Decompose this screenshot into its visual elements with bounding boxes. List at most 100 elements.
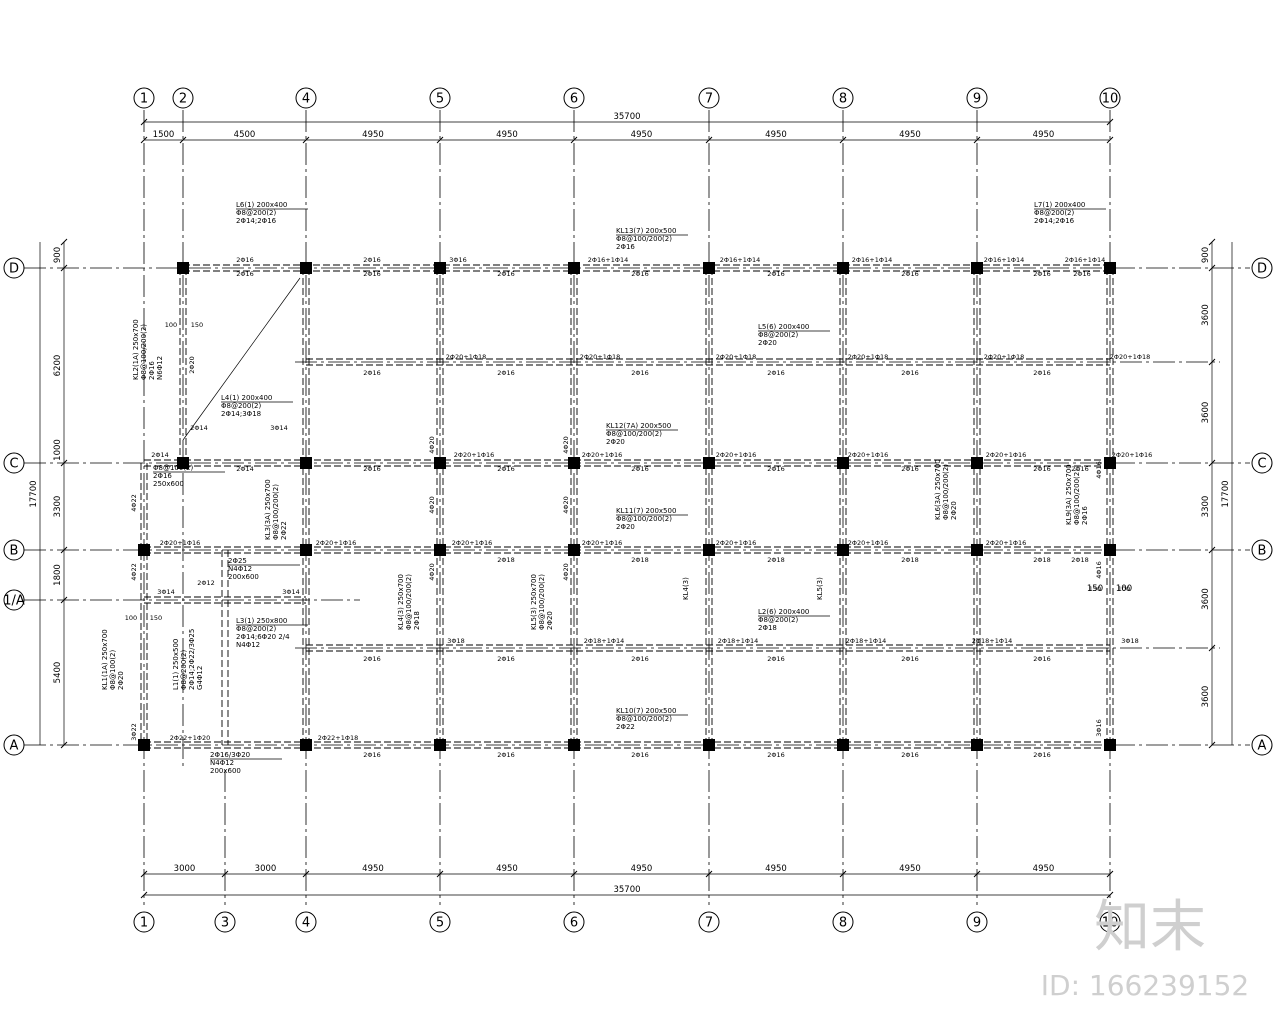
misc-label: 4Φ22 [130,563,138,581]
top-segment-dim-tick [705,136,713,144]
beam-note-line: 2Φ16 [148,361,156,380]
column [300,262,312,274]
column [837,457,849,469]
bottom-rebar-A: 2Φ16 [901,751,919,759]
right-dim-tick [1208,238,1216,246]
column [568,262,580,274]
stair-diagonal [182,277,301,441]
misc-label: 4Φ20 [562,436,570,454]
bottom-rebar-D: 2Φ16 [901,270,919,278]
top-segment-dim-tick [839,136,847,144]
bottom-segment-dim-label: 4950 [1033,864,1055,874]
left-dim-label: 6200 [53,355,63,377]
beam-note-line: 2Φ16 [153,472,172,480]
beam-note-line: 2Φ20 [606,438,625,446]
bottom-segment-dim-label: 4950 [496,864,518,874]
beam-note-line: 2Φ16/3Φ20 [210,751,250,759]
column [138,544,150,556]
column [300,544,312,556]
bottom-segment-dim-label: 4950 [362,864,384,874]
top-rebar-L2: 2Φ18+1Φ14 [718,637,759,645]
column [837,739,849,751]
top-rebar-L2: 2Φ18+1Φ14 [584,637,625,645]
bottom-segment-dim-tick [839,870,847,878]
axis-bubble-left-B-circle [3,539,25,561]
bottom-rebar-L2: 2Φ16 [901,655,919,663]
beam-note-line: G4Φ12 [196,666,204,690]
axis-bubble-right-A-circle [1251,734,1273,756]
beam-note-line: L2(6) 200x400 [758,608,809,616]
beam-note-line: KL1(1A) 250x700 [101,629,109,690]
column [1104,544,1116,556]
column [1104,262,1116,274]
axis-bubble-top-2-circle [172,87,194,109]
watermark-id: ID: 166239152 [1041,969,1249,1002]
column [568,544,580,556]
beam-note-line: KL5(3) [816,577,824,600]
bottom-rebar-L5: 2Φ16 [767,369,785,377]
beam-note-line: KL3(3A) 250x700 [264,479,272,540]
misc-label: 100 [125,614,137,622]
bottom-rebar-D: 2Φ16 [1033,270,1051,278]
bottom-segment-dim-tick [570,870,578,878]
bottom-total-tick [140,891,148,899]
left-dim-tick [60,238,68,246]
axis-bubble-bottom-3-circle [214,911,236,933]
axis-bubble-bottom-6: 6 [570,916,578,931]
bottom-rebar-L5: 2Φ16 [1033,369,1051,377]
left-dim-900: 900 [53,247,63,263]
misc-label: 3Φ14 [270,424,288,432]
bottom-rebar-L2: 2Φ16 [363,655,381,663]
beam-note-line: L6(1) 200x400 [236,201,287,209]
misc-label: 4Φ20 [562,496,570,514]
bottom-rebar-D: 2Φ16 [631,270,649,278]
column [138,739,150,751]
bottom-rebar-C: 2Φ16 [1071,465,1089,473]
misc-label: 150 [150,614,162,622]
column [300,739,312,751]
left-dim-label: 3300 [53,496,63,518]
beam-note-line: 2Φ20 [758,339,777,347]
axis-bubble-top-1-circle [133,87,155,109]
right-dim-tick [1208,358,1216,366]
bottom-segment-dim-label: 4950 [765,864,787,874]
column [971,262,983,274]
bottom-segment-dim-tick [705,870,713,878]
bottom-segment-dim-label: 3000 [255,864,277,874]
beam-note-line: Φ8@200(2) [236,209,277,217]
beam-note-line: Φ8@200(2) [1034,209,1075,217]
beam-note-line: KL11(7) 200x500 [616,507,676,515]
beam-note-line: 2Φ20 [546,611,554,630]
beam-note-line: L4(1) 200x400 [221,394,272,402]
misc-label: 100 [1118,585,1130,593]
top-rebar-D: 2Φ16 [236,256,254,264]
beam-note-line: Φ8@200(2) [758,616,799,624]
beam-note-line: Φ8@100/200(2) [272,484,280,540]
axis-bubble-left-D: D [9,262,19,277]
beam-note-line: 2Φ14;6Φ20 2/4 [236,633,290,641]
bottom-rebar-B: 2Φ18 [497,556,515,564]
column [971,457,983,469]
axis-bubble-top-9: 9 [973,92,981,107]
top-rebar-C: 2Φ20+1Φ16 [1112,451,1153,459]
bottom-segment-dim-tick [140,870,148,878]
bottom-rebar-D: 2Φ16 [236,270,254,278]
bottom-rebar-A: 2Φ16 [1033,751,1051,759]
axis-bubble-bottom-6-circle [563,911,585,933]
bottom-rebar-D: 2Φ16 [363,270,381,278]
top-rebar-L5: 2Φ20+1Φ18 [984,353,1025,361]
beam-note-line: 250x600 [153,480,184,488]
axis-bubble-bottom-9-circle [966,911,988,933]
top-segment-dim-label: 4950 [765,130,787,140]
watermark-logo: 知末 [1094,895,1206,960]
top-segment-dim-tick [179,136,187,144]
axis-bubble-bottom-4: 4 [302,916,310,931]
bottom-rebar-D: 2Φ16 [767,270,785,278]
top-rebar-D: 2Φ16+1Φ14 [720,256,761,264]
bottom-rebar-B: 2Φ18 [1033,556,1051,564]
axis-bubble-bottom-5-circle [429,911,451,933]
